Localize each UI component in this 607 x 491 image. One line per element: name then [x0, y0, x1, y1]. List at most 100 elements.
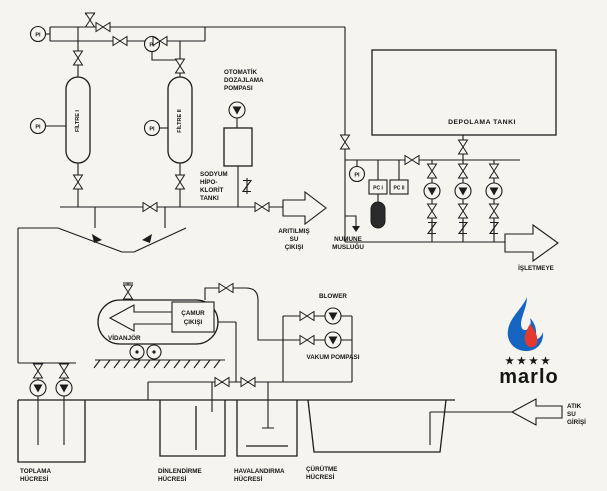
sludge-outlet-label-1: ÇAMUR [181, 310, 205, 317]
valve-icon [458, 163, 468, 179]
drain-arrow-icon [142, 234, 152, 243]
pi-gauge-3-label: PI [35, 125, 41, 131]
valve-icon [427, 203, 437, 219]
sludge-outlet-label-2: ÇIKIŞI [184, 319, 203, 326]
sample-tap-label-2: MUSLUĞU [332, 242, 364, 251]
digestion-cell [307, 399, 447, 453]
sludge-outlet-box [171, 301, 215, 333]
collection-cell-label-1: TOPLAMA [20, 468, 51, 475]
valve-icon [214, 377, 230, 387]
filter-2-vessel [167, 76, 193, 164]
valve-icon [404, 155, 420, 165]
treated-water-arrow-icon [282, 190, 327, 226]
valve-icon [123, 284, 133, 300]
drain-symbol-icon [427, 219, 437, 237]
treated-water-out: ARITILMIŞ SU ÇIKIŞI [278, 190, 327, 251]
valve-icon [240, 377, 256, 387]
controller-box-1 [368, 179, 388, 195]
sample-tap-label-1: NUMUNE [334, 236, 362, 243]
valve-icon [175, 174, 185, 190]
operation-arrow-label: İŞLETMEYE [518, 264, 554, 272]
pump-icon [485, 182, 503, 200]
hypochlorite-tank-label-4: TANKI [200, 195, 219, 202]
aeration-cell-label-1: HAVALANDIRMA [234, 468, 285, 475]
settling-cell-label-2: HÜCRESİ [158, 474, 187, 483]
blower-section: BLOWER VAKUM POMPASI [147, 293, 360, 429]
wastewater-label-3: GİRİŞİ [567, 418, 586, 426]
sludge-tank [97, 299, 219, 345]
pump-icon [454, 182, 472, 200]
pi-gauge-4-label: PI [149, 127, 155, 133]
hypochlorite-tank-label-2: HİPO- [200, 178, 218, 186]
aeration-cell [236, 400, 298, 457]
sludge-section: ÇAMUR ÇIKIŞI VİDANJÖR [93, 282, 283, 382]
filter-section: FİLTRE I FİLTRE II PI PI PI PI [17, 12, 350, 363]
marlo-wordmark: marlo [499, 366, 558, 388]
aeration-cell-label-2: HÜCRESİ [234, 474, 263, 483]
filter-2-label: FİLTRE II [176, 109, 183, 133]
valve-icon [142, 202, 158, 212]
valve-icon [254, 202, 270, 212]
pump-icon [29, 379, 47, 397]
sample-tap-icon [352, 226, 360, 232]
pi-gauge-1: PI [29, 25, 50, 43]
pump-icon [423, 182, 441, 200]
dosing-pump-icon [228, 101, 246, 119]
wastewater-arrow-icon [510, 398, 563, 426]
hypochlorite-tank-label-1: SODYUM [200, 171, 228, 178]
valve-icon [59, 363, 69, 379]
valve-icon [95, 22, 111, 32]
hypochlorite-tank-label-3: KLORİT [200, 186, 224, 194]
treated-water-label-1: ARITILMIŞ [278, 228, 309, 235]
dosing-pump-label-2: DOZAJLAMA [224, 77, 264, 84]
drain-symbol-icon [458, 219, 468, 237]
vacuum-pump-label: VAKUM POMPASI [307, 354, 360, 361]
controller-box-2-label: PC II [393, 186, 405, 192]
digestion-cell-label-1: ÇÜRÜTME [306, 464, 337, 473]
blower-label: BLOWER [319, 293, 347, 300]
dosing-pump-label-1: OTOMATİK [224, 68, 257, 76]
vacuum-pump-icon [324, 331, 342, 349]
marlo-logo: ★★★★ marlo [499, 297, 558, 388]
ground-hatch [93, 359, 225, 369]
settling-cell-label-1: DİNLENDİRME [158, 467, 202, 475]
cells-section: TOPLAMA HÜCRESİ DİNLENDİRME HÜCRESİ HAVA… [17, 362, 586, 483]
valve-icon [218, 283, 234, 293]
valve-icon [427, 163, 437, 179]
controller-box-1-label: PC I [373, 186, 383, 192]
marlo-flame-inner-icon [524, 324, 538, 348]
settling-cell [159, 400, 226, 457]
dosing-pump-label-3: POMPASI [224, 85, 253, 92]
pipe-network-air [147, 315, 353, 429]
pi-gauge-4: PI [143, 119, 168, 137]
valve-icon [33, 363, 43, 379]
valve-icon [458, 139, 468, 155]
pi-gauge-2-label: PI [149, 43, 155, 49]
valve-icon [73, 50, 83, 66]
operation-arrow-icon [504, 223, 559, 263]
wastewater-inlet-pipe [429, 411, 512, 445]
vacuum-truck-label: VİDANJÖR [108, 333, 141, 342]
drain-symbol-icon [489, 219, 499, 237]
valve-icon [489, 163, 499, 179]
wastewater-label-2: SU [567, 411, 576, 418]
valve-icon [299, 335, 315, 345]
valve-icon [340, 134, 350, 150]
valve-icon [85, 12, 95, 28]
drain-symbol-icon [242, 177, 252, 195]
hypochlorite-tank [223, 127, 253, 167]
digestion-cell-label-2: HÜCRESİ [306, 472, 335, 481]
pi-gauge-3: PI [29, 117, 66, 135]
dosing-section: OTOMATİK DOZAJLAMA POMPASI SODYUM HİPO- … [200, 68, 264, 207]
pressure-vessel-icon [370, 201, 386, 229]
valve-icon [175, 58, 185, 74]
pi-gauge-1-label: PI [35, 33, 41, 39]
storage-section: DEPOLAMA TANKI PI PC I PC II NUMUNE MUSL… [332, 49, 559, 272]
pi-gauge-5: PI [348, 165, 366, 183]
valve-icon [112, 36, 128, 46]
drain-arrow-icon [92, 234, 102, 243]
valve-icon [299, 311, 315, 321]
treated-water-label-3: ÇIKIŞI [285, 244, 304, 251]
blower-pump-icon [324, 307, 342, 325]
storage-tank-label: DEPOLAMA TANKI [448, 119, 516, 126]
